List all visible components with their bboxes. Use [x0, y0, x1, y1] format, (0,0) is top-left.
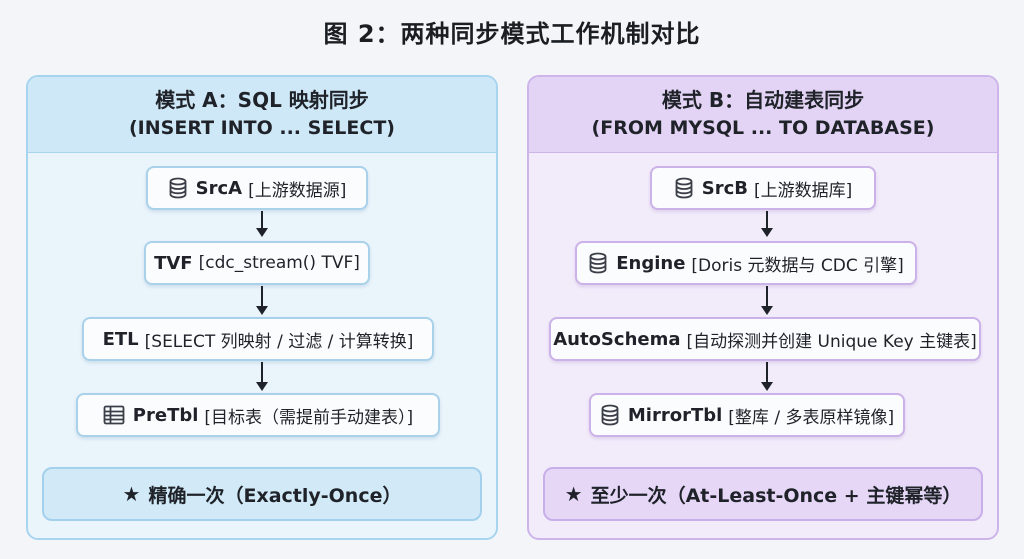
- flow-arrow: [256, 286, 268, 315]
- node-desc: [Doris 元数据与 CDC 引擎]: [691, 255, 904, 276]
- mode-a-result: ★ 精确一次（Exactly-Once）: [42, 467, 482, 521]
- node-desc: [目标表（需提前手动建表）]: [204, 407, 414, 428]
- mode-a-header: 模式 A：SQL 映射同步 (INSERT INTO ... SELECT): [28, 77, 496, 153]
- node-pretbl: PreTbl [目标表（需提前手动建表）]: [76, 393, 440, 437]
- node-desc: [SELECT 列映射 / 过滤 / 计算转换]: [144, 331, 414, 352]
- node-key: ETL: [102, 328, 139, 350]
- node-key: PreTbl: [132, 404, 199, 426]
- mode-a-subheading: (INSERT INTO ... SELECT): [129, 117, 395, 139]
- mode-b-panel: 模式 B：自动建表同步 (FROM MYSQL ... TO DATABASE)…: [527, 75, 999, 540]
- node-srcb: SrcB [上游数据库]: [650, 166, 876, 210]
- result-text: 精确一次（Exactly-Once）: [148, 484, 402, 507]
- node-key: SrcA: [195, 177, 243, 199]
- node-desc: [上游数据源]: [248, 180, 347, 201]
- node-desc: [自动探测并创建 Unique Key 主键表]: [686, 331, 977, 352]
- flow-arrow: [256, 211, 268, 237]
- mode-a-panel: 模式 A：SQL 映射同步 (INSERT INTO ... SELECT) S…: [26, 75, 498, 540]
- node-autoschema: AutoSchema [自动探测并创建 Unique Key 主键表]: [549, 317, 981, 361]
- database-icon: [588, 252, 608, 274]
- mode-b-heading: 模式 B：自动建表同步: [661, 88, 865, 112]
- flow-arrow: [256, 362, 268, 391]
- table-icon: [103, 405, 125, 425]
- mode-b-subheading: (FROM MYSQL ... TO DATABASE): [591, 117, 935, 139]
- node-desc: [上游数据库]: [753, 180, 853, 201]
- star-icon: ★: [564, 482, 583, 506]
- flow-arrow: [761, 211, 773, 237]
- node-key: Engine: [616, 252, 686, 274]
- node-key: AutoSchema: [553, 328, 681, 350]
- node-tvf: TVF [cdc_stream() TVF]: [144, 241, 370, 285]
- database-icon: [600, 404, 620, 426]
- mode-b-header: 模式 B：自动建表同步 (FROM MYSQL ... TO DATABASE): [529, 77, 997, 153]
- figure-title: 图 2：两种同步模式工作机制对比: [323, 20, 701, 48]
- node-key: TVF: [154, 252, 193, 274]
- node-desc: [整库 / 多表原样镜像]: [728, 407, 895, 428]
- result-text: 至少一次（At-Least-Once + 主键幂等）: [590, 484, 962, 507]
- star-icon: ★: [122, 482, 141, 506]
- database-icon: [168, 177, 188, 199]
- flow-arrow: [761, 362, 773, 391]
- flow-arrow: [761, 286, 773, 315]
- node-key: SrcB: [701, 177, 748, 199]
- database-icon: [674, 177, 694, 199]
- node-key: MirrorTbl: [627, 404, 723, 426]
- mode-b-result: ★ 至少一次（At-Least-Once + 主键幂等）: [543, 467, 983, 521]
- node-etl: ETL [SELECT 列映射 / 过滤 / 计算转换]: [82, 317, 434, 361]
- mode-a-heading: 模式 A：SQL 映射同步: [155, 88, 369, 112]
- node-mirrortbl: MirrorTbl [整库 / 多表原样镜像]: [589, 393, 905, 437]
- node-srca: SrcA [上游数据源]: [146, 166, 368, 210]
- node-desc: [cdc_stream() TVF]: [198, 253, 360, 273]
- node-engine: Engine [Doris 元数据与 CDC 引擎]: [575, 241, 917, 285]
